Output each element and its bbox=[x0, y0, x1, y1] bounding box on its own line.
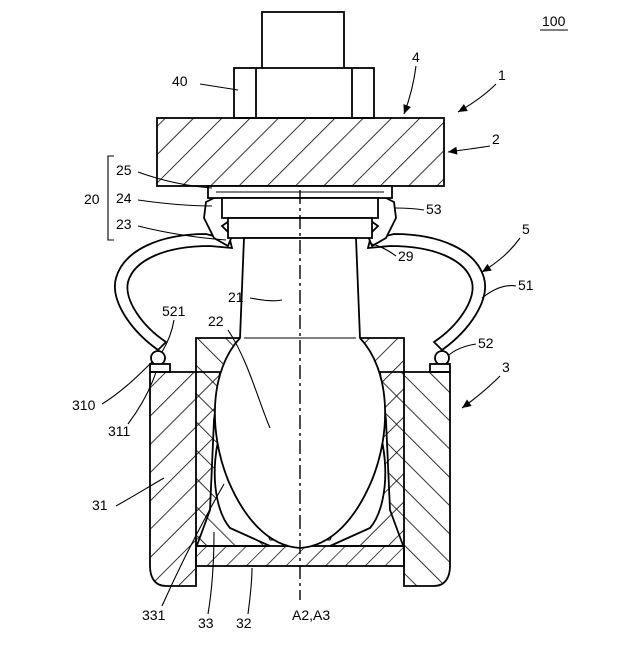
bracket-20 bbox=[108, 156, 114, 240]
ref-label-4: 4 bbox=[412, 49, 420, 65]
ref-label-29: 29 bbox=[398, 248, 414, 264]
leader-arrowhead-4 bbox=[403, 104, 410, 114]
ref-label-32: 32 bbox=[236, 615, 252, 631]
leader-line-24 bbox=[138, 200, 212, 206]
ref-label-21: 21 bbox=[228, 289, 244, 305]
leader-line-52 bbox=[448, 344, 476, 356]
ref-label-25: 25 bbox=[116, 162, 132, 178]
ref-label-5: 5 bbox=[522, 221, 530, 237]
leader-line-53 bbox=[394, 208, 424, 210]
axis-label: A2,A3 bbox=[292, 607, 330, 623]
assembly-number: 100 bbox=[542, 13, 566, 29]
ref-label-310: 310 bbox=[72, 397, 96, 413]
ref-label-31: 31 bbox=[92, 497, 108, 513]
leader-arrowhead-1 bbox=[458, 104, 468, 112]
ref-label-33: 33 bbox=[198, 615, 214, 631]
ref-label-53: 53 bbox=[426, 201, 442, 217]
ref-label-2: 2 bbox=[492, 131, 500, 147]
ref-label-1: 1 bbox=[498, 67, 506, 83]
leader-line-51 bbox=[482, 286, 516, 298]
ref-label-23: 23 bbox=[116, 216, 132, 232]
leader-line-40 bbox=[200, 84, 238, 90]
ref-label-3: 3 bbox=[502, 359, 510, 375]
ref-label-51: 51 bbox=[518, 277, 534, 293]
leader-arrowhead-3 bbox=[462, 400, 472, 408]
ref-label-52: 52 bbox=[478, 335, 494, 351]
leader-line-32 bbox=[248, 568, 252, 614]
nut-40 bbox=[234, 12, 374, 118]
leader-line-521 bbox=[162, 320, 174, 352]
knuckle-plate-2 bbox=[157, 118, 444, 186]
ref-label-521: 521 bbox=[162, 303, 186, 319]
leader-arrowhead-2 bbox=[448, 147, 457, 155]
ref-label-40: 40 bbox=[172, 73, 188, 89]
ref-label-331: 331 bbox=[142, 607, 166, 623]
ref-label-20: 20 bbox=[84, 191, 100, 207]
ref-label-24: 24 bbox=[116, 190, 132, 206]
ref-label-22: 22 bbox=[208, 313, 224, 329]
ref-label-311: 311 bbox=[108, 423, 131, 439]
leader-arrowhead-5 bbox=[482, 264, 492, 272]
